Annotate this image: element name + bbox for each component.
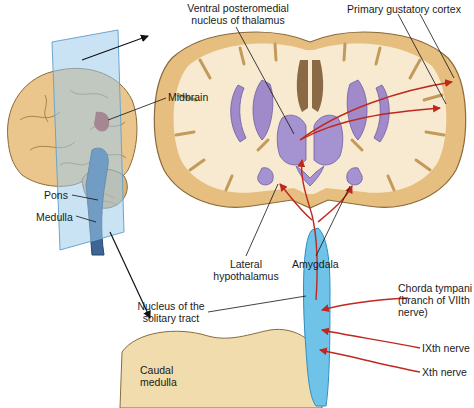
medulla-section: Caudal medulla (118, 322, 323, 408)
cortex-fiber (300, 108, 440, 140)
white-matter (174, 43, 447, 194)
sulci (176, 44, 444, 190)
cortex (154, 32, 465, 208)
lateral-ventricles (297, 60, 323, 112)
leader-line (398, 14, 446, 104)
region-label: Pons (44, 189, 74, 201)
cortex-fiber (300, 82, 452, 140)
thalamus (277, 115, 343, 165)
leader-line (316, 186, 350, 256)
leader-line (108, 98, 166, 120)
structure-label: Nucleus of the solitary tract (132, 300, 210, 324)
leader-line (236, 27, 294, 134)
structure-label: Lateral hypothalamus (206, 258, 286, 282)
leader-line (420, 14, 454, 78)
structure-label: Amygdala (292, 258, 352, 270)
coronal-section (154, 32, 465, 208)
region-label: Medulla (36, 211, 80, 223)
nerve-label: IXth nerve (422, 342, 474, 354)
leader-line (72, 195, 98, 200)
leader-line (76, 216, 96, 222)
leader-lines (72, 14, 454, 312)
structure-label: Ventral posteromedial nucleus of thalamu… (186, 2, 290, 26)
amygdala-nucleus (258, 168, 363, 185)
gustatory-pathway (280, 82, 452, 372)
nerve-label: Chorda tympani (branch of VIIth nerve) (398, 282, 474, 318)
hypothalamus-fiber (280, 184, 312, 220)
medulla-shape (120, 329, 322, 408)
nerve-label: Xth nerve (422, 366, 474, 378)
section-arrow (82, 36, 148, 60)
node-label: Caudal medulla (140, 364, 196, 388)
basal-ganglia (253, 80, 367, 140)
structure-label: Primary gustatory cortex (336, 3, 472, 15)
chorda-tympani-fiber (322, 298, 408, 310)
leader-line (246, 184, 278, 256)
xth-nerve-fiber (320, 350, 420, 372)
region-label: Midbrain (168, 91, 228, 103)
ascending-fiber (302, 160, 318, 300)
ixth-nerve-fiber (322, 330, 420, 348)
hypothalamus (296, 166, 324, 186)
leader-line (208, 296, 306, 312)
